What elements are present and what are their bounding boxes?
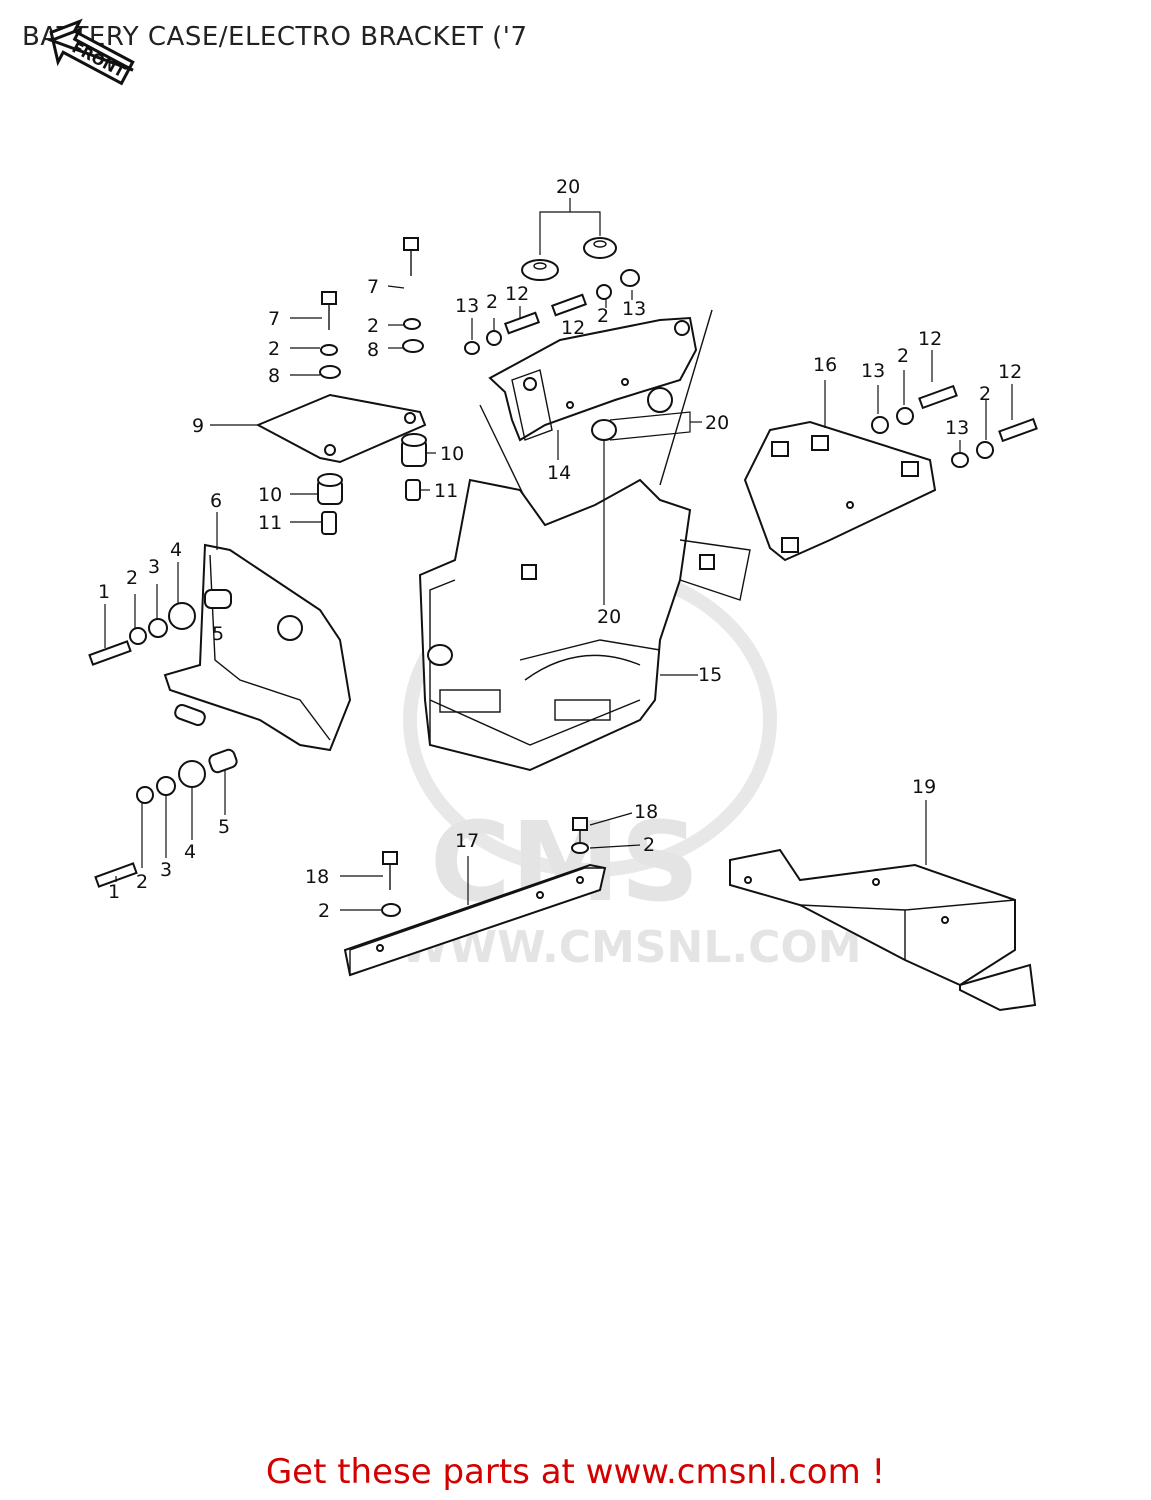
label-2-i: 2 xyxy=(643,834,655,856)
label-19: 19 xyxy=(912,776,936,798)
label-20-b: 20 xyxy=(705,412,729,434)
label-2-g: 2 xyxy=(126,567,138,589)
label-18-b: 18 xyxy=(305,866,329,888)
label-2-b: 2 xyxy=(268,338,280,360)
label-8-b: 8 xyxy=(268,365,280,387)
front-arrow-icon: FRONT xyxy=(47,18,135,86)
label-9: 9 xyxy=(192,415,204,437)
label-7-b: 7 xyxy=(268,308,280,330)
label-2-h: 2 xyxy=(136,871,148,893)
label-11-b: 11 xyxy=(258,512,282,534)
fasteners-top-center xyxy=(464,269,640,441)
label-2-a: 2 xyxy=(367,315,379,337)
fasteners-left xyxy=(88,512,238,888)
label-20-top: 20 xyxy=(556,176,580,198)
label-13-c: 13 xyxy=(861,360,885,382)
label-4-b: 4 xyxy=(184,841,196,863)
label-16: 16 xyxy=(813,354,837,376)
label-2-j: 2 xyxy=(318,900,330,922)
battery-case-15 xyxy=(418,478,751,772)
leader-lines xyxy=(115,285,702,911)
label-2-d: 2 xyxy=(597,305,609,327)
label-13-a: 13 xyxy=(455,295,479,317)
upper-bracket-14 xyxy=(479,309,713,561)
plate-9-assembly xyxy=(255,237,427,535)
label-4-a: 4 xyxy=(170,539,182,561)
label-5-a: 5 xyxy=(212,623,224,645)
callout-labels: 20 7 7 2 2 8 8 13 2 12 12 2 13 9 10 10 1… xyxy=(98,176,1022,922)
label-12-d: 12 xyxy=(998,361,1022,383)
tray-19 xyxy=(729,800,1037,1012)
label-5-b: 5 xyxy=(218,816,230,838)
label-13-d: 13 xyxy=(945,417,969,439)
lower-bracket-17 xyxy=(343,817,607,977)
label-1-a: 1 xyxy=(98,581,110,603)
label-20-c: 20 xyxy=(597,606,621,628)
label-13-b: 13 xyxy=(622,298,646,320)
label-14: 14 xyxy=(547,462,571,484)
label-2-c: 2 xyxy=(486,291,498,313)
label-15: 15 xyxy=(698,664,722,686)
exploded-parts-diagram: CMS WWW.CMSNL.COM xyxy=(88,176,1038,1012)
right-bracket-16 xyxy=(743,420,937,562)
label-2-f: 2 xyxy=(979,383,991,405)
label-1-b: 1 xyxy=(108,881,120,903)
label-12-b: 12 xyxy=(561,317,585,339)
label-3-b: 3 xyxy=(160,859,172,881)
label-3-a: 3 xyxy=(148,556,160,578)
label-10-a: 10 xyxy=(440,443,464,465)
label-12-a: 12 xyxy=(505,283,529,305)
label-12-c: 12 xyxy=(918,328,942,350)
label-17: 17 xyxy=(455,830,479,852)
label-11-a: 11 xyxy=(434,480,458,502)
left-bracket-6 xyxy=(163,543,352,752)
grommets-20-top xyxy=(521,198,617,281)
label-7-a: 7 xyxy=(367,276,379,298)
cta-link[interactable]: Get these parts at www.cmsnl.com ! xyxy=(265,1452,886,1492)
label-2-e: 2 xyxy=(897,345,909,367)
label-18-a: 18 xyxy=(634,801,658,823)
label-6: 6 xyxy=(210,490,222,512)
label-10-b: 10 xyxy=(258,484,282,506)
fasteners-right xyxy=(824,350,1038,468)
label-8-a: 8 xyxy=(367,339,379,361)
